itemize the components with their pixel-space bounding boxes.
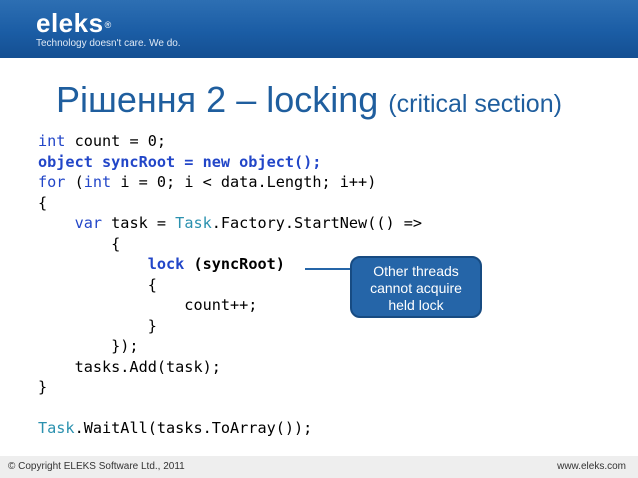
copyright-text: © Copyright ELEKS Software Ltd., 2011 [8, 461, 185, 472]
title-subtitle: (critical section) [388, 90, 562, 118]
callout-box: Other threads cannot acquire held lock [350, 256, 482, 318]
code-line: { [38, 275, 422, 296]
code-token [38, 255, 148, 273]
code-token: Task [38, 419, 75, 437]
code-token: var [74, 214, 103, 232]
code-line: tasks.Add(task); [38, 357, 422, 378]
code-block: int count = 0;object syncRoot = new obje… [38, 131, 422, 439]
code-token: object syncRoot = new object(); [38, 152, 322, 171]
code-token: i = 0; i < data.Length; i++) [111, 173, 377, 191]
code-token: } [38, 316, 157, 335]
code-token: Task [175, 214, 212, 232]
code-token: { [38, 193, 48, 212]
code-line: for (int i = 0; i < data.Length; i++) [38, 172, 422, 193]
code-token: count++; [38, 296, 258, 314]
code-line: { [38, 234, 422, 255]
code-token: .WaitAll(tasks.ToArray()); [74, 419, 313, 437]
code-token: .Factory.StartNew(() => [211, 214, 423, 232]
callout-line-3: held lock [388, 297, 444, 313]
callout-line-2: cannot acquire [370, 280, 462, 296]
code-token: lock [147, 255, 185, 273]
callout-pointer [305, 268, 351, 270]
code-token: } [38, 378, 48, 396]
callout-line-1: Other threads [373, 263, 459, 279]
code-token: { [38, 275, 157, 294]
slide-title: Рішення 2 – locking (critical section) [56, 78, 562, 126]
code-line: Task.WaitAll(tasks.ToArray()); [38, 418, 422, 439]
code-line: }); [38, 336, 422, 357]
code-line: object syncRoot = new object(); [38, 152, 422, 173]
code-line: { [38, 193, 422, 214]
code-token: count = 0; [65, 132, 167, 150]
eleks-logo: eleks® [36, 8, 112, 38]
code-line: int count = 0; [38, 131, 422, 152]
code-line: } [38, 377, 422, 398]
header-bar: eleks® Technology doesn't care. We do. [0, 0, 638, 58]
code-line: count++; [38, 295, 422, 316]
tagline: Technology doesn't care. We do. [36, 38, 181, 49]
code-token: tasks.Add(task); [38, 357, 221, 376]
code-token: int [38, 132, 66, 150]
code-line: } [38, 316, 422, 337]
code-line [38, 398, 422, 419]
code-token: ( [65, 173, 84, 191]
title-main: Рішення 2 – locking [56, 79, 379, 120]
footer-bar: © Copyright ELEKS Software Ltd., 2011 ww… [0, 456, 638, 478]
code-token: (syncRoot) [184, 255, 285, 273]
code-token: task = [102, 214, 176, 232]
code-token: { [38, 234, 121, 253]
code-token: int [83, 173, 112, 191]
website-link[interactable]: www.eleks.com [557, 461, 626, 472]
code-token: }); [38, 337, 139, 355]
code-token [38, 214, 75, 232]
code-line: var task = Task.Factory.StartNew(() => [38, 213, 422, 234]
code-line: lock (syncRoot) [38, 254, 422, 275]
code-token: for [38, 173, 66, 191]
